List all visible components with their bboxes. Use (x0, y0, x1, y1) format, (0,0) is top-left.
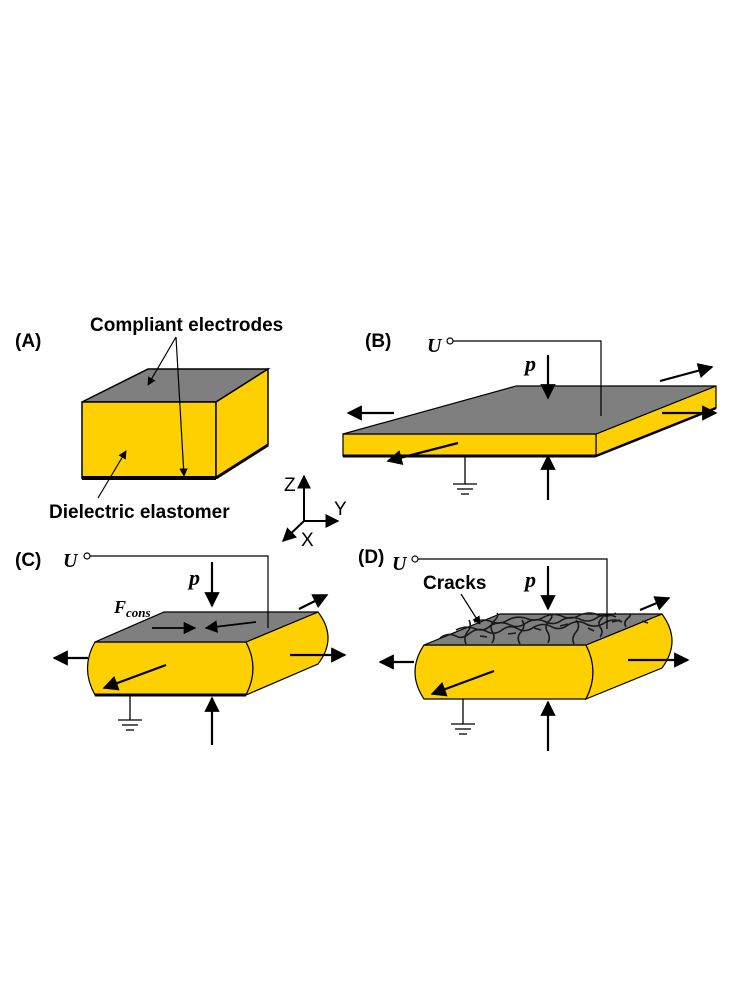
voltage-label: U (63, 550, 79, 572)
ground-symbol (451, 699, 475, 735)
slab-front-face (342, 433, 597, 457)
z-axis-label: Z (284, 475, 296, 496)
slab-side-bottom-electrode (595, 406, 717, 458)
constraint-force-symbol: F (113, 597, 126, 617)
voltage-terminal (83, 552, 91, 560)
constraint-arrow-right (204, 620, 257, 633)
x-axis (281, 520, 305, 542)
pressure-label: p (187, 565, 200, 590)
voltage-label: U (427, 335, 443, 357)
x-axis-label: X (301, 530, 314, 551)
y-axis-label: Y (334, 499, 347, 520)
panel-d-label: (D) (358, 547, 384, 568)
cube-side-bottom-electrode (215, 443, 269, 480)
stretch-arrow-front (430, 669, 495, 697)
stretch-arrow-front (386, 441, 459, 466)
electrodes-leader-top (147, 336, 177, 386)
stretch-arrow-back (639, 596, 671, 612)
panel-c: (C) U p Fcons (15, 550, 347, 745)
cube-front-face (81, 401, 217, 479)
stretch-arrow-front (102, 663, 167, 691)
voltage-terminal (446, 337, 454, 345)
bulged-front-face (86, 641, 254, 696)
pressure-label: p (523, 351, 536, 376)
panel-a-label: (A) (15, 331, 41, 352)
panel-a: (A) Compliant electrodes Dielectric elas… (15, 315, 283, 523)
voltage-wire (453, 340, 602, 416)
voltage-wire (90, 555, 269, 628)
stretch-arrow-back (298, 594, 329, 610)
pressure-label: p (523, 567, 536, 592)
panel-b: (B) U p (342, 331, 718, 500)
cracks-leader (460, 593, 481, 625)
panel-c-label: (C) (15, 550, 41, 571)
axes-triad: Z Y X (281, 474, 347, 551)
panel-b-label: (B) (365, 331, 391, 352)
electrodes-leader-bottom (175, 336, 188, 477)
ground-symbol (118, 695, 142, 731)
crack-pattern (439, 612, 649, 645)
constraint-force-label: Fcons (113, 597, 151, 620)
ground-symbol (453, 456, 477, 495)
constraint-force-subscript: cons (126, 605, 151, 620)
compliant-electrodes-label: Compliant electrodes (90, 315, 283, 336)
bulged-side-face (244, 611, 329, 697)
voltage-label: U (392, 553, 408, 575)
elastomer-leader (97, 450, 127, 499)
panel-d: (D) U p Cracks (358, 547, 690, 751)
dielectric-elastomer-label: Dielectric elastomer (49, 502, 230, 523)
voltage-wire (418, 558, 608, 629)
slab-top-electrode (342, 385, 717, 435)
stretch-arrow-back (659, 363, 714, 383)
cracks-label: Cracks (423, 573, 486, 594)
bulged-side-face (584, 613, 673, 701)
voltage-terminal (411, 555, 419, 563)
